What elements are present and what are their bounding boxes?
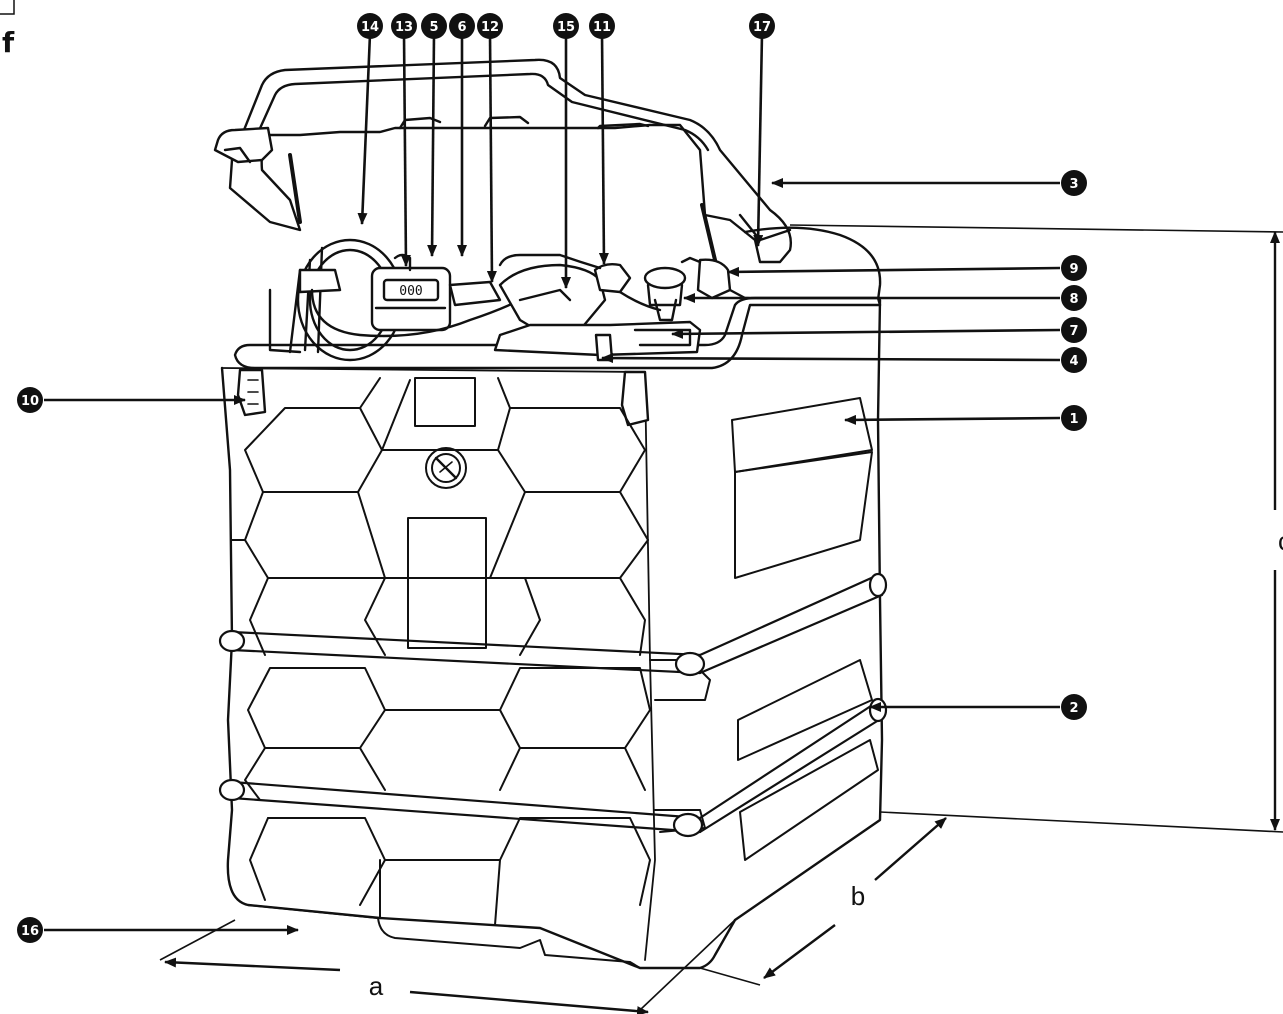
flow-meter [370,253,452,332]
callout-badge-7: 7 [1061,317,1087,343]
lid-rim [728,226,882,302]
callout-badge-14: 14 [357,13,383,39]
frame-corner [0,0,15,15]
leader-lines [44,33,1061,935]
callout-badge-11: 11 [589,13,615,39]
lid [213,58,792,264]
svg-text:8: 8 [1069,292,1078,307]
svg-text:4: 4 [1069,354,1078,369]
svg-text:5: 5 [429,20,438,35]
callout-badge-12: 12 [477,13,503,39]
callout-badge-5: 5 [421,13,447,39]
callout-badge-16: 16 [17,917,43,943]
svg-text:12: 12 [481,20,499,35]
pump-nozzle [298,253,662,338]
filler-and-vent [493,256,732,362]
callout-badge-4: 4 [1061,347,1087,373]
callout-badge-8: 8 [1061,285,1087,311]
dimension-label-a: a [369,971,384,1001]
corner-letter: f [2,26,15,59]
dimension-label-c: c [1278,526,1283,556]
svg-text:2: 2 [1069,701,1078,716]
meter-display: 000 [399,284,422,299]
svg-text:6: 6 [457,20,466,35]
svg-text:15: 15 [557,20,575,35]
tank-front-face [220,298,884,970]
callout-badge-9: 9 [1061,255,1087,281]
front-label-top [414,377,476,427]
dimension-label-b: b [851,881,865,911]
no-smoking-sign [425,447,467,489]
tube-frame [218,572,888,838]
tank-illustration [213,58,888,970]
svg-text:13: 13 [395,20,413,35]
callout-badge-1: 1 [1061,405,1087,431]
svg-text:3: 3 [1069,177,1078,192]
callout-badge-13: 13 [391,13,417,39]
svg-text:1: 1 [1069,412,1078,427]
svg-text:7: 7 [1069,324,1078,339]
tank-front-edge [221,367,656,961]
svg-text:17: 17 [753,20,771,35]
svg-text:14: 14 [361,20,379,35]
callout-badge-17: 17 [749,13,775,39]
svg-text:11: 11 [593,20,611,35]
callout-badge-2: 2 [1061,694,1087,720]
hex-pattern [231,377,651,926]
dimension-lines [159,224,1283,1014]
right-latch [620,370,650,427]
svg-text:9: 9 [1069,262,1078,277]
tank-base [247,904,641,969]
svg-text:10: 10 [21,394,39,409]
callout-badge-10: 10 [17,387,43,413]
callout-badge-6: 6 [449,13,475,39]
callout-badges: 1 2 3 4 5 6 7 8 9 10 11 12 13 14 15 16 1… [17,13,1087,943]
callout-badge-15: 15 [553,13,579,39]
front-label-middle [407,517,487,649]
svg-text:16: 16 [21,924,39,939]
callout-badge-3: 3 [1061,170,1087,196]
